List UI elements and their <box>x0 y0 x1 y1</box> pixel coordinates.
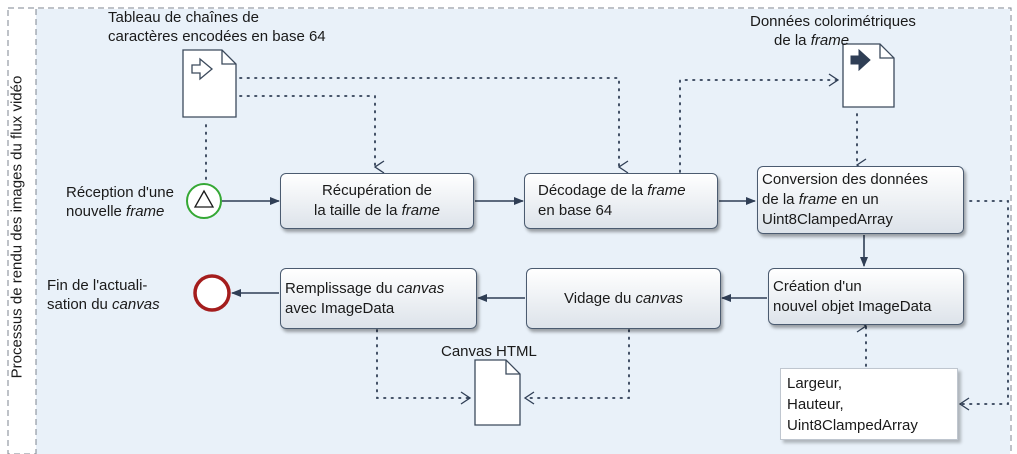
pool-border <box>7 7 1012 454</box>
task-conversion[interactable]: Conversion des données de la frame en un… <box>757 166 964 234</box>
base64-array-label: Tableau de chaînes de caractères encodée… <box>108 9 326 45</box>
color-data-label: Données colorimétriques de la frame <box>750 13 916 49</box>
end-event-icon <box>193 274 231 312</box>
pool-label-text: Processus de rendu des images du flux vi… <box>8 75 26 379</box>
start-event-label: Réception d'une nouvelle frame <box>66 184 174 220</box>
association-remplissage-to-canvas <box>376 329 472 405</box>
task-creation[interactable]: Création d'un nouvel objet ImageData <box>768 268 964 325</box>
start-event-icon <box>186 183 222 219</box>
pool-label: Processus de rendu des images du flux vi… <box>0 0 34 454</box>
task-recuperation[interactable]: Récupération de la taille de la frame <box>280 173 474 229</box>
task-decodage[interactable]: Décodage de la frame en base 64 <box>524 173 718 229</box>
association-array-to-recuperation <box>239 95 385 174</box>
association-decodage-to-colordata <box>679 73 840 173</box>
annotation-imagedata-params: Largeur, Hauteur, Uint8ClampedArray <box>780 368 958 440</box>
task-remplissage[interactable]: Remplissage du canvas avec ImageData <box>280 268 477 329</box>
data-object-canvas-html-icon <box>474 359 521 426</box>
task-vidage[interactable]: Vidage du canvas <box>526 268 721 329</box>
association-vidage-to-canvas <box>523 329 630 405</box>
canvas-html-label: Canvas HTML <box>441 343 537 360</box>
data-object-color-data-icon <box>842 43 895 108</box>
end-event-label: Fin de l'actuali- sation du canvas <box>47 277 160 313</box>
data-object-base64-array-icon <box>182 49 237 118</box>
